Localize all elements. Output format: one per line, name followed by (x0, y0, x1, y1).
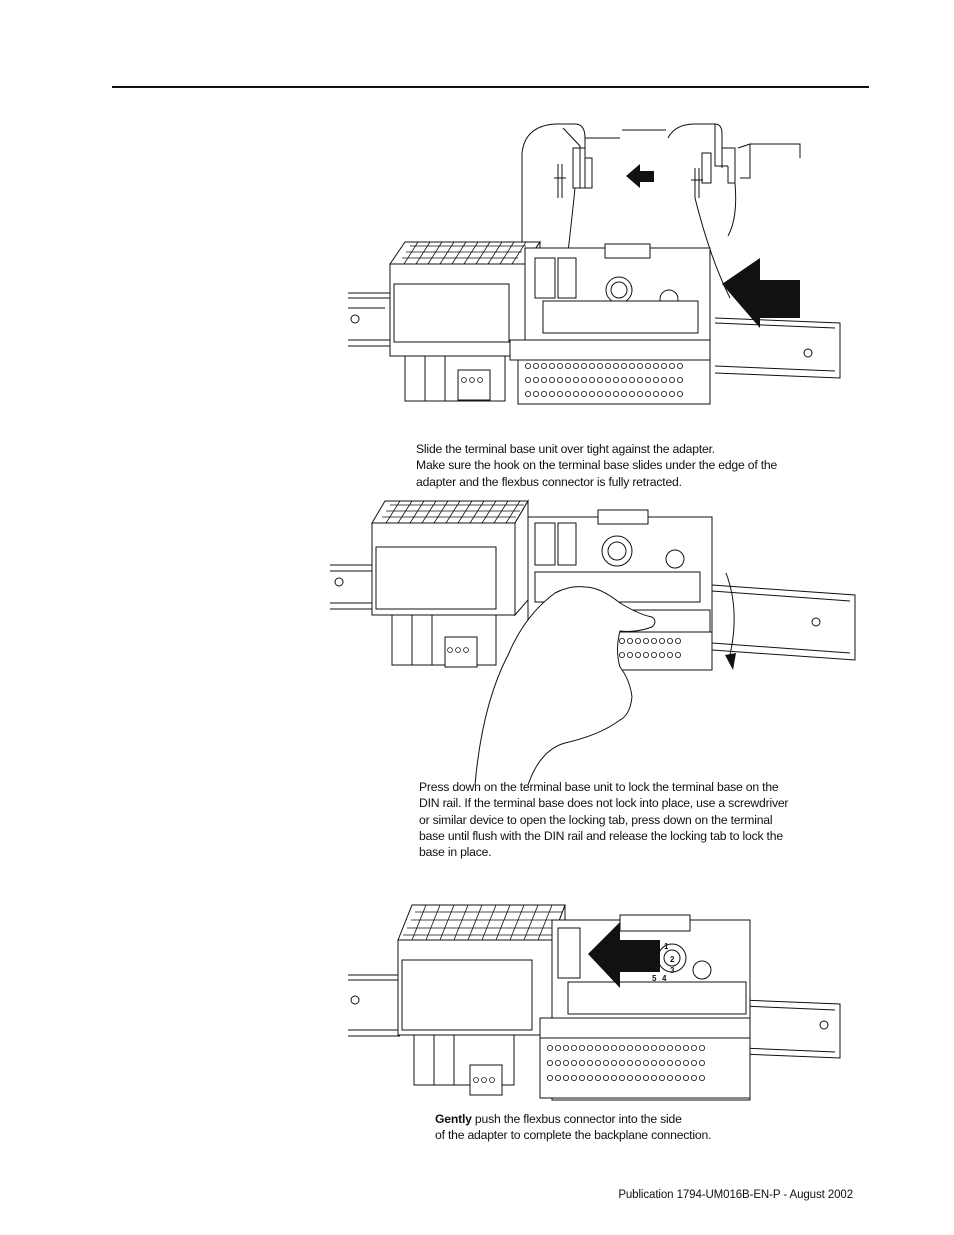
din-rail (330, 565, 855, 660)
caption-line: Slide the terminal base unit over tight … (416, 442, 715, 456)
adapter-module (372, 501, 528, 665)
caption-line: Press down on the terminal base unit to … (419, 780, 779, 794)
din-rail (348, 975, 840, 1058)
terminal-screws (448, 638, 681, 657)
arrow-push-left-icon (588, 922, 660, 988)
caption-line: base until flush with the DIN rail and r… (419, 828, 783, 843)
vent-grid (382, 501, 524, 523)
caption-line: of the adapter to complete the backplane… (435, 1128, 712, 1143)
arrow-slide-left-icon (722, 258, 800, 328)
hook-detail-inset (522, 124, 800, 338)
rotate-arrow-icon (726, 573, 734, 655)
caption-press-down-lock: Press down on the terminal base unit to … (419, 779, 788, 860)
switch-label-2: 2 (670, 955, 675, 964)
caption-line: or similar device to open the locking ta… (419, 812, 773, 827)
caption-emphasis: Gently (435, 1112, 472, 1126)
switch-label-4: 4 (662, 974, 667, 983)
terminal-screws (474, 1045, 705, 1082)
switch-label-5: 5 (652, 974, 657, 983)
switch-label-3: 3 (670, 966, 675, 975)
caption-push-flexbus: Gently push the flexbus connector into t… (435, 1111, 711, 1144)
figure-press-down-lock (330, 495, 860, 795)
switch-label-1: 1 (664, 942, 669, 951)
caption-text: push the flexbus connector into the side (471, 1112, 682, 1126)
caption-line: Gently push the flexbus connector into t… (435, 1111, 711, 1127)
header-rule (112, 86, 869, 88)
vent-grid (402, 242, 526, 264)
figure-slide-terminal-base (330, 118, 850, 418)
terminal-screws (462, 363, 683, 396)
hand-outline (475, 587, 655, 785)
figure-push-flexbus: 1 2 3 4 5 (330, 900, 850, 1110)
din-rail (348, 293, 840, 378)
caption-line: DIN rail. If the terminal base does not … (419, 796, 789, 811)
adapter-module (390, 242, 540, 401)
publication-footer: Publication 1794-UM016B-EN-P - August 20… (618, 1189, 853, 1201)
caption-line: base in place. (419, 845, 492, 860)
arrowhead-icon (725, 653, 736, 670)
vent-grid (403, 905, 562, 940)
arrow-left-small-icon (626, 164, 654, 188)
caption-line: Make sure the hook on the terminal base … (416, 458, 778, 473)
address-switch-labels: 1 2 3 4 5 (652, 942, 675, 983)
caption-slide-terminal-base: Slide the terminal base unit over tight … (416, 441, 777, 490)
caption-line: adapter and the flexbus connector is ful… (416, 474, 682, 489)
